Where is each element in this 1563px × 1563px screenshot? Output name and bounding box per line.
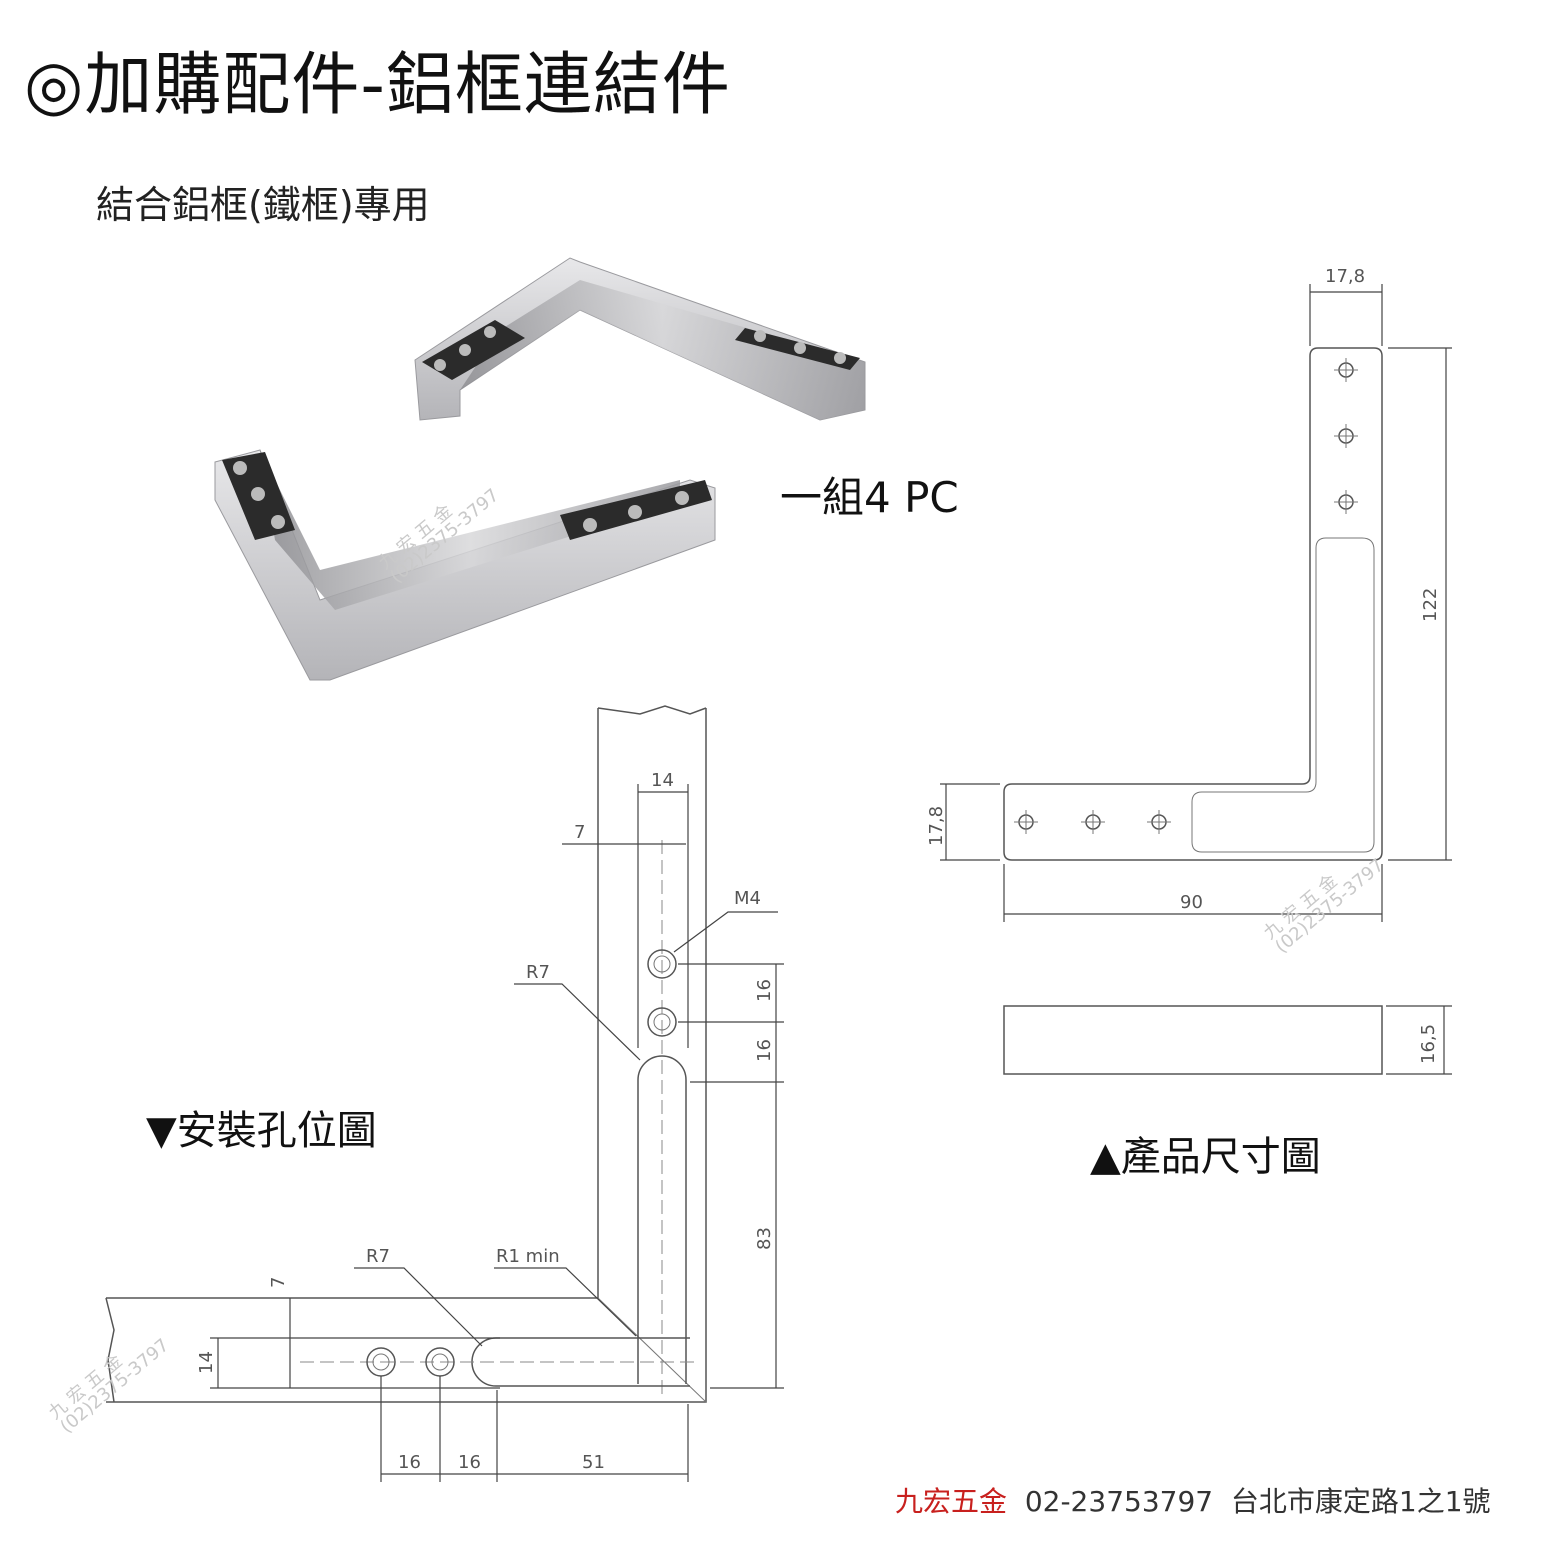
footer: 九宏五金 02-23753797 台北市康定路1之1號 bbox=[895, 1480, 1491, 1520]
page-title: ◎加購配件-鋁框連結件 bbox=[24, 46, 731, 125]
footer-phone: 02-23753797 bbox=[1024, 1485, 1214, 1518]
dim-16-c: 16 bbox=[398, 1452, 421, 1473]
subtitle: 結合鋁框(鐵框)專用 bbox=[96, 183, 430, 227]
dim-length: 90 bbox=[1180, 892, 1203, 913]
dim-width-top: 17,8 bbox=[1325, 266, 1365, 287]
label-r7-top: R7 bbox=[526, 962, 550, 983]
dim-thickness: 16,5 bbox=[1418, 1024, 1439, 1064]
dim-7-side: 7 bbox=[268, 1277, 289, 1288]
label-m4: M4 bbox=[734, 888, 761, 909]
dim-51: 51 bbox=[582, 1452, 605, 1473]
dim-height: 122 bbox=[1420, 588, 1441, 622]
dim-14-top: 14 bbox=[651, 770, 674, 791]
dim-16-d: 16 bbox=[458, 1452, 481, 1473]
dim-16-a: 16 bbox=[754, 979, 775, 1002]
footer-address: 台北市康定路1之1號 bbox=[1230, 1485, 1491, 1518]
set-count-label: 一組4 PC bbox=[780, 473, 959, 522]
dim-83: 83 bbox=[754, 1227, 775, 1250]
dim-14-side: 14 bbox=[196, 1351, 217, 1374]
dim-7-top: 7 bbox=[574, 822, 585, 843]
install-caption: ▼安裝孔位圖 bbox=[146, 1108, 377, 1154]
label-r1-min: R1 min bbox=[496, 1246, 560, 1267]
footer-brand: 九宏五金 bbox=[895, 1485, 1008, 1518]
dim-16-b: 16 bbox=[754, 1039, 775, 1062]
mounting-holes bbox=[1014, 358, 1358, 834]
label-r7-bottom: R7 bbox=[366, 1246, 390, 1267]
product-caption: ▲產品尺寸圖 bbox=[1090, 1134, 1321, 1180]
product-photo: 九 宏 五 金 (02)2375-3797 bbox=[214, 257, 866, 681]
installation-drawing: 14 7 M4 R7 16 16 83 R7 R1 min 7 14 16 16… bbox=[45, 705, 784, 1482]
dim-width-side: 17,8 bbox=[926, 806, 947, 846]
